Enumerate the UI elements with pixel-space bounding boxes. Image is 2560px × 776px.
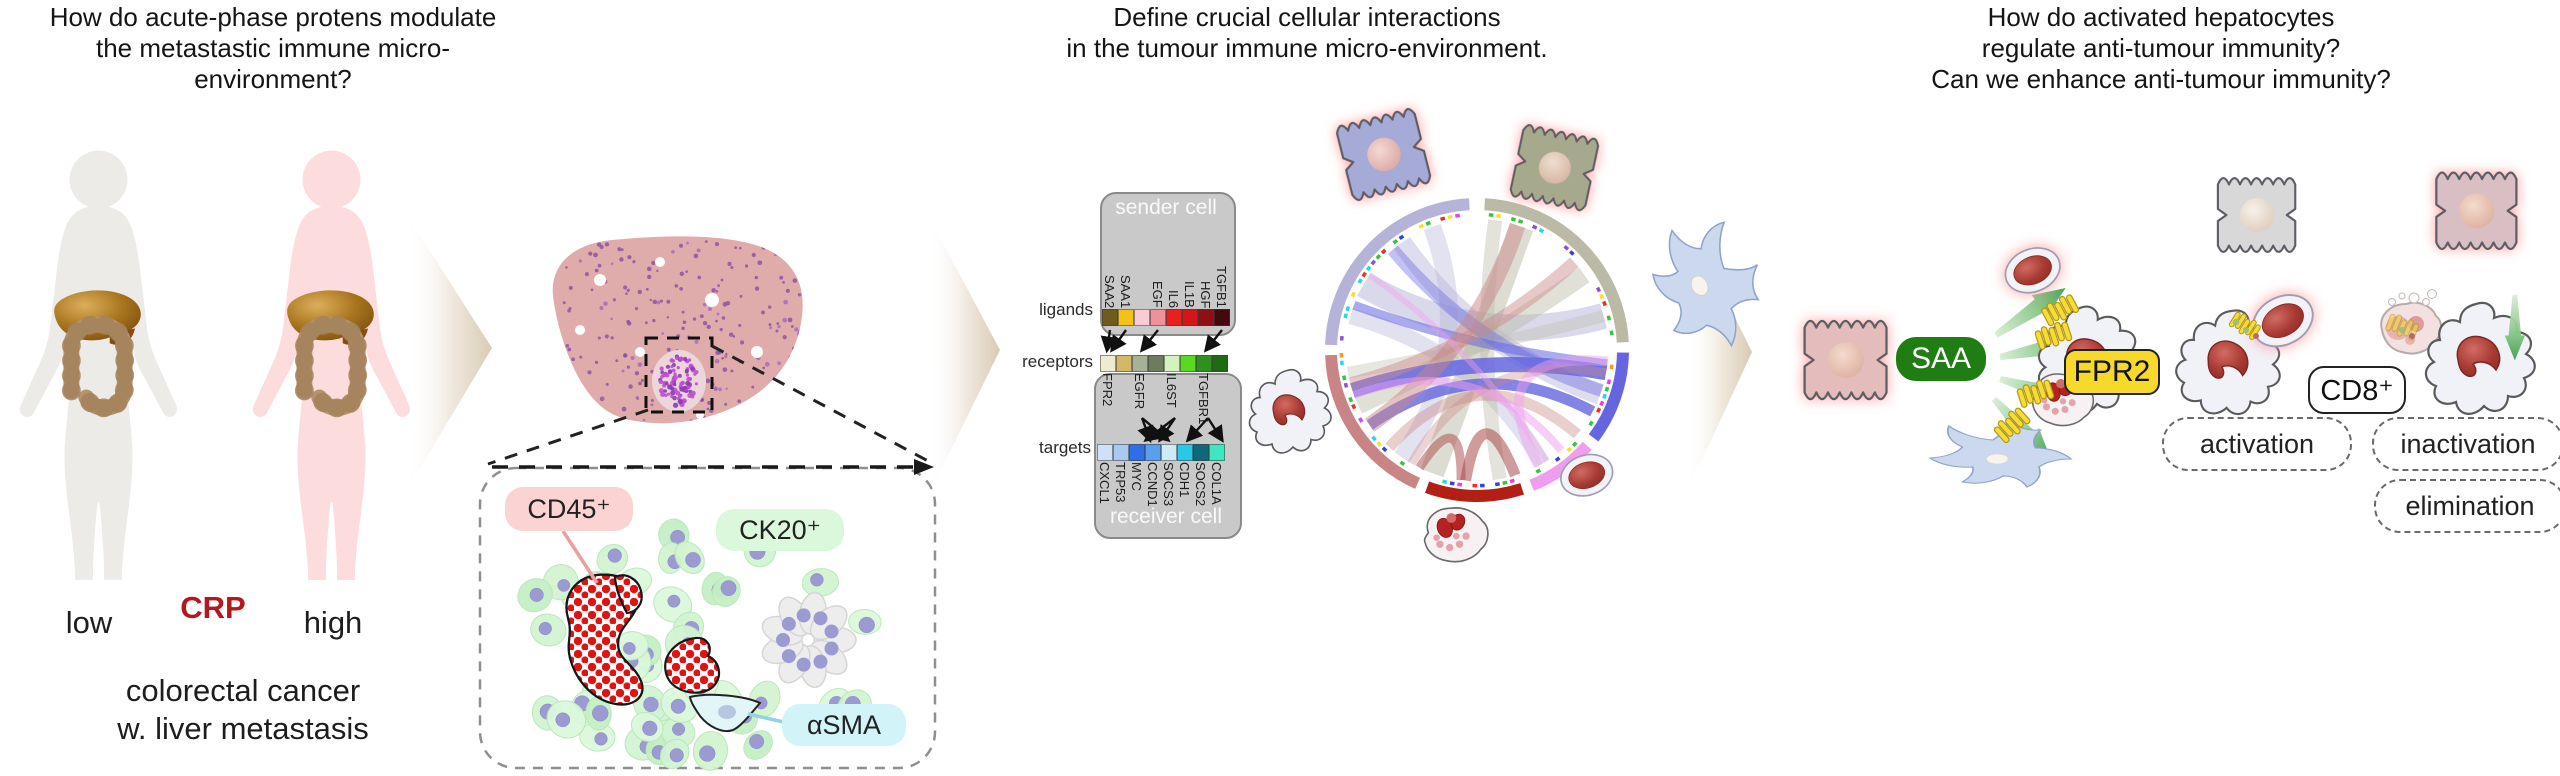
receiver-cell-label: receiver cell <box>1109 505 1223 528</box>
panel2-title-line1: Define crucial cellular interactions <box>1113 2 1501 32</box>
heatmap-cell: TGFB1 <box>1214 266 1230 326</box>
heatmap-cell: IL6ST <box>1164 355 1180 408</box>
heatmap-cell: EGF <box>1150 281 1166 326</box>
heatmap-cell: COL1A <box>1209 444 1225 505</box>
heatmap-cell: SOCS3 <box>1161 444 1177 506</box>
inactivation-pill: inactivation <box>2372 417 2560 471</box>
heatmap-cell: FPR2 <box>1100 355 1116 406</box>
panel2-title-line2: in the tumour immune micro-environment. <box>1066 33 1548 63</box>
heatmap-cell: IL6 <box>1166 290 1182 326</box>
tumor-microenvironment-inset <box>517 518 882 771</box>
heatmap-cell: TGFBR1 <box>1196 355 1212 424</box>
panel3-title-line3: Can we enhance anti-tumour immunity? <box>1931 64 2391 94</box>
low-label: low <box>65 605 113 640</box>
heatmap-cell <box>1116 355 1132 372</box>
hepatocyte-violet <box>1334 106 1433 203</box>
heatmap-cell: IL1B <box>1182 281 1198 326</box>
heatmap-cell: SAA2 <box>1102 275 1118 326</box>
resting-hepatocyte <box>2216 176 2297 254</box>
ck20-badge: CK20⁺ <box>716 509 844 551</box>
patient-low-silhouette <box>19 150 178 580</box>
receptors-row-label: receptors <box>1022 352 1093 371</box>
panel1-title-line2: the metastastic immune micro-environment… <box>96 33 450 94</box>
heatmap-cell: CCND1 <box>1145 444 1161 507</box>
cd8-outcome-scene <box>2169 171 2536 423</box>
panel1-title-line1: How do acute-phase protens modulate <box>49 2 497 32</box>
crp-label: CRP <box>180 590 246 625</box>
circos-chords <box>1346 219 1608 482</box>
targets-row-label: targets <box>1039 438 1091 457</box>
immune-cell <box>1248 368 1332 454</box>
macrophage-cell <box>1423 507 1489 563</box>
activated-hepatocyte-2 <box>2435 171 2518 251</box>
panel1-title: How do acute-phase protens modulate the … <box>23 2 523 95</box>
asma-badge: αSMA <box>782 704 906 746</box>
sender-cell-label: sender cell <box>1115 196 1217 219</box>
heatmap-cell <box>1134 309 1150 326</box>
heatmap-cell: SOCS2 <box>1193 444 1209 506</box>
heatmap-cell: TRP53 <box>1113 444 1129 502</box>
panel3-title-line1: How do activated hepatocytes <box>1987 2 2335 32</box>
circos-cells <box>1248 106 1786 563</box>
receptors-row: FPR2 EGFR IL6ST TGFBR1 <box>1100 355 1228 424</box>
heatmap-cell: SAA1 <box>1118 275 1134 326</box>
panel3-title: How do activated hepatocytes regulate an… <box>1911 2 2411 95</box>
red-oval-cell <box>1554 447 1619 504</box>
elimination-pill: elimination <box>2374 479 2560 533</box>
saa-molecule-badge: SAA <box>1896 337 1986 381</box>
high-label: high <box>303 605 363 640</box>
activation-pill: activation <box>2162 417 2352 471</box>
panel2-title: Define crucial cellular interactions in … <box>1057 2 1557 64</box>
heatmap-cell <box>1148 355 1164 372</box>
heatmap-cell: CDH1 <box>1177 444 1193 497</box>
panel3-title-line2: regulate anti-tumour immunity? <box>1981 33 2341 63</box>
heatmap-cell: EGFR <box>1132 355 1148 409</box>
activated-hepatocyte <box>1803 319 1888 401</box>
cd45-badge: CD45⁺ <box>505 487 633 531</box>
cd45-immune-regions <box>565 573 721 706</box>
heatmap-cell: CXCL1 <box>1097 444 1113 504</box>
tumor-gland-rosette <box>761 591 857 689</box>
circos-ring <box>1325 198 1629 503</box>
heatmap-cell: HGF <box>1198 281 1214 326</box>
heatmap-cell: MYC <box>1129 444 1145 491</box>
tumor-inset-box <box>644 336 714 414</box>
patient-high-silhouette <box>252 150 411 580</box>
heatmap-cell <box>1212 355 1228 372</box>
cohort-caption: colorectal cancer w. liver metastasis <box>117 673 369 746</box>
saa-fpr2-scene <box>1803 239 2147 488</box>
hepatocyte-olive <box>1508 122 1601 213</box>
heatmap-cell <box>1180 355 1196 372</box>
cd8-badge: CD8⁺ <box>2308 366 2406 414</box>
inset-arrowhead-icon <box>914 459 934 475</box>
ligands-row-label: ligands <box>1039 300 1093 319</box>
fpr2-receptor-badge: FPR2 <box>2064 349 2160 395</box>
